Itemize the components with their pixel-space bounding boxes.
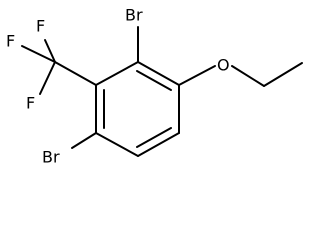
atom-label-f-lower: F: [26, 94, 35, 113]
ring-bond-c4-c5: [95, 132, 139, 157]
bond-cf3-to-f-top: [44, 39, 56, 63]
atom-label-f-left: F: [6, 32, 15, 51]
ring-double-bond-inner-1: [136, 70, 172, 91]
bond-ch2-to-ch3: [263, 62, 303, 87]
ring-bond-c6-c1: [95, 61, 139, 86]
atom-label-br-bottom: Br: [42, 148, 60, 167]
ring-bond-c3-c4: [137, 132, 180, 157]
bond-ring-to-br-bottom: [71, 132, 97, 149]
atom-label-br-top: Br: [125, 6, 143, 25]
bond-cf3-to-f-left: [21, 45, 56, 63]
atom-label-oxygen: O: [217, 56, 230, 75]
bond-ring-to-oxygen: [178, 65, 216, 86]
substituent-bonds: [21, 26, 303, 149]
bond-oxygen-to-ch2: [231, 65, 265, 87]
ring-double-bond-inner-2: [136, 127, 172, 148]
atom-labels: Br F F F O Br: [6, 6, 230, 167]
atom-label-f-top: F: [36, 17, 45, 36]
chemical-structure: Br F F F O Br: [6, 6, 303, 167]
bond-cf3-to-f-lower: [39, 61, 56, 95]
bond-ring-to-cf3-carbon: [54, 61, 97, 86]
benzene-ring: [95, 61, 180, 157]
ring-bond-c1-c2: [137, 61, 180, 86]
